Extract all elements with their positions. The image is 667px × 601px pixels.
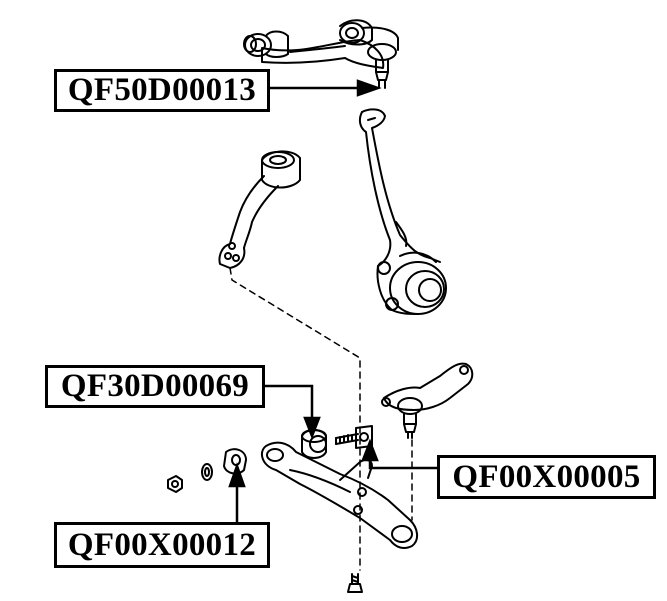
bottom-bolt	[347, 573, 363, 593]
camber-bolt-part	[335, 425, 373, 449]
steering-knuckle	[358, 108, 447, 315]
part-label-camber-bolt[interactable]: QF00X00005	[437, 455, 656, 499]
nut-washer-group	[167, 448, 247, 493]
leader-arrows	[228, 79, 437, 522]
upper-control-arm	[243, 19, 399, 89]
part-label-bushing[interactable]: QF30D00069	[45, 365, 265, 408]
assembly-lines	[229, 267, 413, 571]
ball-joint-bracket	[381, 362, 474, 439]
part-label-lower-nut[interactable]: QF00X00012	[54, 522, 270, 568]
tension-rod	[218, 150, 301, 269]
part-label-upper-arm[interactable]: QF50D00013	[54, 69, 270, 112]
lower-control-arm	[260, 441, 418, 549]
